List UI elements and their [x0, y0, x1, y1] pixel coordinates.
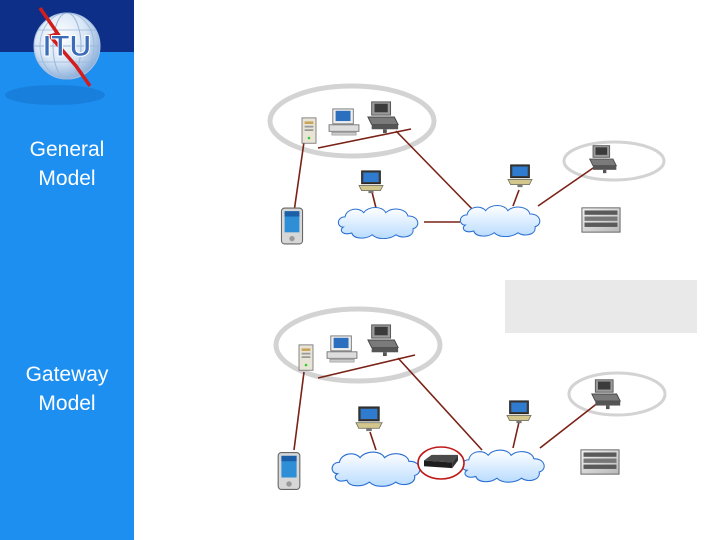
sidebar: ITU General Model Gateway Model	[0, 0, 134, 540]
rack-server-icon	[580, 449, 620, 475]
rack-server-icon	[581, 207, 621, 233]
laptop-icon	[507, 164, 533, 188]
local-network-ellipse	[267, 83, 437, 159]
itu-logo: ITU	[5, 7, 105, 105]
laptop-icon	[358, 170, 384, 194]
general-model-label: General Model	[29, 138, 105, 190]
network-printer-icon	[367, 324, 399, 357]
laptop-icon	[506, 400, 532, 424]
remote-host-ellipse	[567, 371, 667, 417]
remote-host-ellipse	[562, 140, 666, 182]
placeholder-box	[505, 280, 697, 333]
network-printer-icon	[591, 379, 621, 410]
cloud-icon	[459, 204, 541, 237]
desktop-pc-icon	[326, 335, 358, 363]
desktop-pc-icon	[328, 108, 360, 136]
gateway-model-label: Gateway Model	[25, 363, 109, 415]
laptop-icon	[355, 406, 383, 432]
gateway-router-icon	[424, 454, 458, 469]
server-icon	[298, 344, 314, 371]
cloud-icon	[337, 206, 419, 239]
general-links	[293, 128, 597, 223]
network-diagram	[267, 83, 667, 490]
pda-icon	[277, 452, 301, 490]
local-network-ellipse	[273, 306, 443, 384]
network-printer-icon	[367, 101, 399, 134]
cloud-icon	[461, 449, 545, 483]
cloud-icon	[331, 451, 421, 487]
network-printer-icon	[589, 145, 617, 174]
gateway-links	[293, 354, 600, 451]
logo-text: ITU	[43, 30, 91, 63]
pda-icon	[280, 207, 304, 245]
server-icon	[301, 117, 317, 144]
